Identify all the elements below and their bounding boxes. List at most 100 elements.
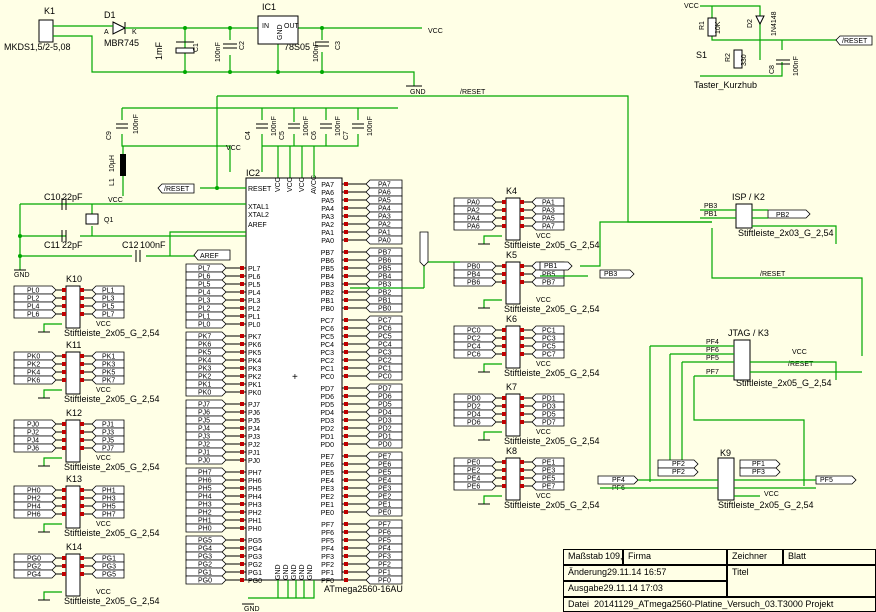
svg-text:PA4: PA4 (467, 216, 480, 223)
svg-text:PC1: PC1 (378, 366, 392, 373)
svg-text:PC0: PC0 (320, 374, 334, 381)
svg-text:PK0: PK0 (248, 390, 261, 397)
svg-text:PG3: PG3 (198, 554, 212, 561)
svg-text:PJ3: PJ3 (248, 434, 260, 441)
svg-text:PG4: PG4 (248, 546, 262, 553)
svg-text:PD4: PD4 (320, 410, 334, 417)
port-label-pe5: PE5 (365, 467, 403, 477)
svg-text:PJ0: PJ0 (248, 458, 260, 465)
hdr-label-pa3: PA3 (531, 205, 565, 215)
svg-text:PH1: PH1 (102, 488, 116, 495)
svg-text:GND: GND (299, 564, 306, 580)
header-k11: K11Stiftleiste_2x05_G_2,54PK0PK2PK4PK6PK… (13, 340, 160, 404)
svg-text:PD5: PD5 (320, 402, 334, 409)
port-label-pd2: PD2 (365, 423, 403, 433)
svg-text:PA6: PA6 (378, 190, 391, 197)
svg-text:Stiftleiste_2x05_G_2,54: Stiftleiste_2x05_G_2,54 (504, 304, 600, 314)
svg-text:PJ4: PJ4 (198, 426, 210, 433)
ic1 (257, 15, 299, 45)
svg-text:PH6: PH6 (198, 478, 212, 485)
svg-text:PF0: PF0 (321, 578, 334, 585)
svg-text:PE0: PE0 (467, 460, 480, 467)
aref-label: AREF (200, 253, 219, 260)
port-label-pb1: PB1 (365, 295, 403, 305)
hdr-label-pb6: PB6 (453, 277, 497, 287)
svg-text:GND: GND (275, 564, 282, 580)
clock-section: /RESET C10 22pF C11 22pF Q1 C12 100nF AR… (14, 96, 246, 279)
svg-text:PC3: PC3 (320, 350, 334, 357)
svg-text:PA7: PA7 (321, 182, 334, 189)
hdr-label-pc1: PC1 (531, 325, 565, 335)
svg-text:PC3: PC3 (378, 350, 392, 357)
svg-text:PD5: PD5 (378, 402, 392, 409)
port-label-pf5: PF5 (365, 535, 403, 545)
svg-text:PJ4: PJ4 (27, 438, 39, 445)
svg-text:PK7: PK7 (198, 334, 211, 341)
left-headers: K10Stiftleiste_2x05_G_2,54PL0PL2PL4PL6PL… (13, 274, 160, 606)
svg-text:PA4: PA4 (321, 206, 334, 213)
port-label-pl2: PL2 (185, 303, 227, 313)
port-label-pa3: PA3 (365, 211, 403, 221)
svg-text:PG1: PG1 (248, 570, 262, 577)
r2-ref: R2 (725, 53, 732, 62)
hdr-label-pe5: PE5 (531, 473, 565, 483)
svg-text:PD7: PD7 (320, 386, 334, 393)
svg-text:PD1: PD1 (320, 434, 334, 441)
port-label-pd1: PD1 (365, 431, 403, 441)
svg-text:PB1: PB1 (704, 211, 717, 218)
q1-ref: Q1 (104, 217, 113, 224)
svg-text:PH5: PH5 (102, 504, 116, 511)
svg-text:PD0: PD0 (378, 442, 392, 449)
svg-text:PB5: PB5 (542, 272, 555, 279)
hdr-label-pk0: PK0 (13, 351, 57, 361)
port-label-pb0: PB0 (365, 303, 403, 313)
port-label-pd7: PD7 (365, 383, 403, 393)
svg-text:Stiftleiste_2x05_G_2,54: Stiftleiste_2x05_G_2,54 (64, 596, 160, 606)
ic1-gnd: GND (277, 24, 284, 40)
svg-text:PH5: PH5 (198, 486, 212, 493)
hdr-label-pk2: PK2 (13, 359, 57, 369)
zeichner-cell: Zeichner (727, 549, 783, 565)
svg-text:VCC: VCC (684, 3, 699, 10)
svg-text:PL1: PL1 (198, 314, 211, 321)
svg-text:C12: C12 (122, 240, 139, 250)
c3-ref: C3 (335, 41, 342, 50)
hdr-label-pg3: PG3 (91, 561, 125, 571)
svg-text:VCC: VCC (275, 177, 282, 192)
c7-ref: C7 (343, 131, 350, 140)
port-label-pa4: PA4 (365, 203, 403, 213)
port-label-pa7: PA7 (365, 179, 403, 189)
svg-text:PL5: PL5 (198, 282, 211, 289)
mcu-pin-xtal1: XTAL1 (248, 204, 269, 211)
hdr-label-pd4: PD4 (453, 409, 497, 419)
svg-text:PL5: PL5 (102, 304, 115, 311)
svg-text:PB4: PB4 (321, 274, 334, 281)
svg-text:PF4: PF4 (612, 477, 625, 484)
svg-text:PK4: PK4 (248, 358, 261, 365)
c5-ref: C5 (279, 131, 286, 140)
mcu-value: ATmega2560-16AU (324, 584, 403, 594)
hdr-label-pj4: PJ4 (13, 435, 57, 445)
port-label-ph4: PH4 (185, 491, 227, 501)
port-label-pc2: PC2 (365, 355, 403, 365)
isp-reset-label: /RESET (760, 271, 786, 278)
svg-text:PK3: PK3 (102, 362, 115, 369)
svg-text:PH3: PH3 (248, 502, 262, 509)
port-label-pc1: PC1 (365, 363, 403, 373)
svg-text:PB1: PB1 (321, 298, 334, 305)
svg-text:PL6: PL6 (27, 312, 40, 319)
header-k14: K14Stiftleiste_2x05_G_2,54PG0PG2PG4PG1PG… (13, 542, 160, 606)
l1-ref: L1 (109, 178, 116, 186)
svg-text:VCC: VCC (764, 491, 779, 498)
header-k10: K10Stiftleiste_2x05_G_2,54PL0PL2PL4PL6PL… (13, 274, 160, 338)
hdr-label-pl6: PL6 (13, 309, 57, 319)
svg-text:PJ6: PJ6 (198, 410, 210, 417)
c8-value: 100nF (793, 56, 800, 76)
svg-text:Stiftleiste_2x05_G_2,54: Stiftleiste_2x05_G_2,54 (504, 368, 600, 378)
svg-text:Stiftleiste_2x05_G_2,54: Stiftleiste_2x05_G_2,54 (64, 462, 160, 472)
svg-text:VCC: VCC (536, 429, 551, 436)
l1-value: 10µH (109, 155, 116, 172)
svg-text:PJ2: PJ2 (198, 442, 210, 449)
